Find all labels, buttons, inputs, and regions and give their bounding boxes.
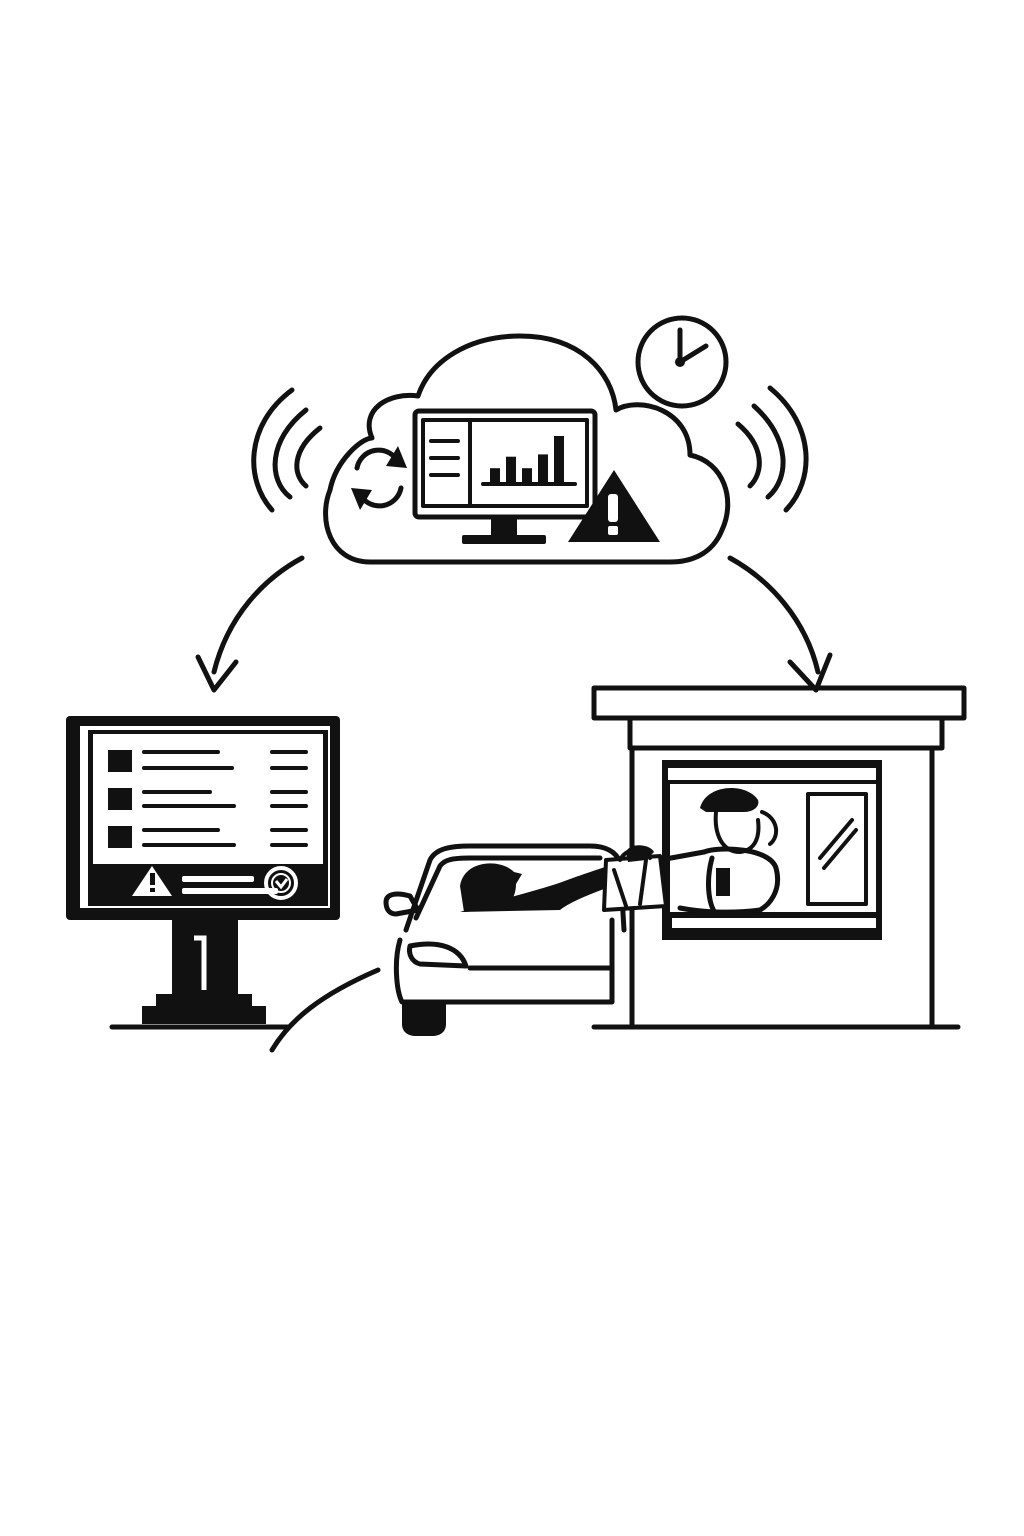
- food-bag: [602, 845, 668, 912]
- employee: [657, 788, 780, 917]
- pickup-booth: [591, 685, 967, 1030]
- menu-item-icon: [108, 788, 132, 810]
- bar-chart-icon: [481, 436, 577, 486]
- menu-item-icon: [108, 750, 132, 772]
- clock-icon: [264, 866, 298, 900]
- bar: [538, 454, 548, 482]
- drive-lane-curve: [269, 967, 381, 1053]
- menu-board-footer: [132, 866, 298, 900]
- arrow-to-menu-board: [195, 555, 305, 693]
- cloud-service: [323, 333, 731, 565]
- dashboard-monitor-icon: [412, 408, 598, 544]
- cloud-outline: [323, 333, 731, 565]
- digital-menu-board: [66, 716, 340, 1030]
- sync-icon: [351, 446, 407, 510]
- arrow-to-pickup-window: [727, 555, 833, 693]
- bar: [522, 468, 532, 482]
- bar: [506, 456, 516, 482]
- booth-window: [662, 760, 882, 940]
- warning-icon: [568, 470, 660, 542]
- menu-board-stand: [109, 918, 291, 1030]
- menu-list: [108, 750, 308, 848]
- left-signal-icon: [251, 387, 323, 513]
- menu-item-icon: [108, 826, 132, 848]
- bar: [490, 468, 500, 482]
- driver: [460, 863, 612, 912]
- bar: [554, 436, 564, 482]
- right-signal-icon: [735, 385, 809, 513]
- clock-icon: [635, 315, 729, 409]
- car: [383, 843, 627, 1036]
